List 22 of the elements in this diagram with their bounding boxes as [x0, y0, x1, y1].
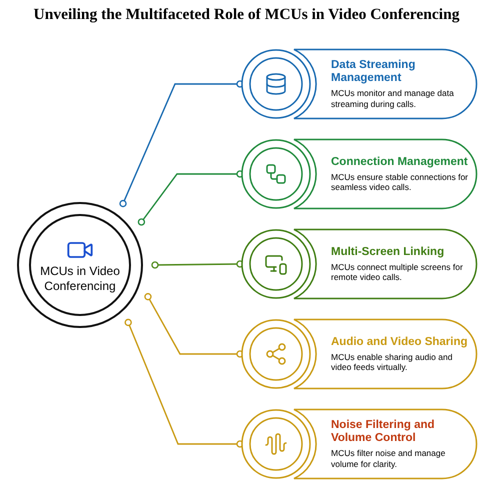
topic-heading: Noise Filtering and Volume Control [331, 419, 436, 445]
topic-card [240, 318, 480, 390]
topic-heading: Audio and Video Sharing [331, 336, 469, 348]
connector-line [144, 293, 244, 358]
topic-card [240, 138, 480, 210]
topic-description: MCUs enable sharing audio and video feeds virtually. [331, 352, 454, 372]
topic-heading: Data Streaming Management [331, 59, 416, 85]
connector-line [151, 260, 244, 269]
connector-line [119, 80, 244, 208]
topic-card [240, 228, 480, 300]
hub-label: MCUs in Video Conferencing [39, 264, 121, 294]
connector-line [138, 170, 244, 226]
topic-heading: Connection Management [331, 156, 469, 168]
topic-card [240, 408, 480, 480]
connector-line [124, 318, 244, 448]
topic-description: MCUs filter noise and manage volume for clarity. [331, 448, 446, 469]
title: Unveiling the Multifaceted Role of MCUs in Video Conferencing [32, 5, 460, 25]
topic-card [240, 48, 480, 120]
topic-description: MCUs ensure stable connections for seamless video calls. [331, 172, 470, 192]
topic-heading: Multi-Screen Linking [331, 246, 446, 258]
topic-description: MCUs connect multiple screens for remote video calls. [331, 262, 464, 282]
topic-description: MCUs monitor and manage data streaming during calls. [331, 88, 455, 109]
